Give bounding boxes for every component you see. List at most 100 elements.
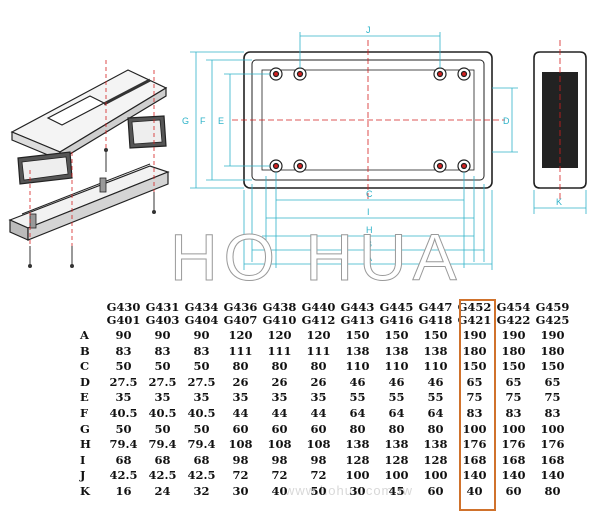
row-label: A: [80, 328, 89, 342]
table-cell: 140: [462, 468, 487, 483]
table-cell: 79.4: [109, 437, 138, 452]
enclosure-technical-drawing: J G F E D C I H B A K: [8, 25, 587, 270]
table-cell: 50: [193, 421, 210, 436]
table-cell: 190: [462, 328, 487, 342]
table-cell: 83: [505, 405, 522, 420]
model-code-top: G440: [301, 300, 336, 314]
table-cell: 46: [427, 374, 444, 389]
table-cell: 128: [345, 452, 370, 467]
table-cell: 50: [154, 421, 171, 436]
table-cell: 50: [154, 359, 171, 374]
table-cell: 30: [349, 483, 366, 498]
plan-view: J G F E D C I H B A: [182, 25, 518, 270]
table-cell: 75: [544, 390, 561, 405]
table-cell: 24: [154, 483, 171, 498]
table-cell: 83: [466, 405, 483, 420]
table-cell: 90: [154, 328, 171, 342]
model-code-bottom: G403: [145, 313, 180, 327]
table-cell: 35: [310, 390, 327, 405]
table-cell: 110: [384, 359, 409, 374]
table-cell: 138: [345, 437, 370, 452]
table-cell: 75: [505, 390, 522, 405]
table-cell: 40.5: [148, 405, 177, 420]
model-code-top: G447: [418, 300, 453, 314]
table-cell: 64: [388, 405, 405, 420]
table-cell: 100: [501, 421, 526, 436]
model-code-bottom: G401: [106, 313, 141, 327]
table-cell: 72: [232, 468, 249, 483]
table-cell: 128: [423, 452, 448, 467]
table-cell: 26: [310, 374, 327, 389]
table-cell: 180: [540, 343, 565, 358]
table-cell: 83: [193, 343, 210, 358]
table-cell: 100: [540, 421, 565, 436]
table-cell: 30: [232, 483, 249, 498]
model-code-bottom: G421: [457, 313, 492, 327]
table-cell: 45: [388, 483, 405, 498]
table-cell: 138: [345, 343, 370, 358]
table-cell: 72: [271, 468, 288, 483]
table-cell: 55: [388, 390, 405, 405]
table-cell: 100: [462, 421, 487, 436]
model-code-top: G436: [223, 300, 258, 314]
table-cell: 98: [310, 452, 327, 467]
table-cell: 44: [310, 405, 327, 420]
table-cell: 80: [388, 421, 405, 436]
table-cell: 80: [232, 359, 249, 374]
table-cell: 65: [544, 374, 561, 389]
table-cell: 44: [232, 405, 249, 420]
table-cell: 35: [115, 390, 132, 405]
table-cell: 150: [501, 359, 526, 374]
table-cell: 26: [271, 374, 288, 389]
dim-label-J: J: [366, 25, 371, 35]
table-cell: 138: [423, 343, 448, 358]
model-code-top: G431: [145, 300, 180, 314]
table-cell: 176: [462, 437, 487, 452]
table-cell: 100: [345, 468, 370, 483]
table-cell: 150: [462, 359, 487, 374]
table-cell: 108: [267, 437, 292, 452]
table-cell: 110: [345, 359, 370, 374]
dim-label-D: D: [503, 116, 510, 126]
corner-cell: [68, 300, 104, 328]
table-cell: 65: [466, 374, 483, 389]
model-code-bottom: G412: [301, 313, 336, 327]
table-cell: 60: [271, 421, 288, 436]
table-cell: 120: [267, 328, 292, 342]
table-cell: 55: [349, 390, 366, 405]
row-label: D: [80, 374, 90, 389]
table-cell: 90: [115, 328, 132, 342]
table-cell: 60: [232, 421, 249, 436]
table-cell: 190: [501, 328, 526, 342]
table-cell: 138: [423, 437, 448, 452]
table-cell: 68: [154, 452, 171, 467]
table-cell: 35: [232, 390, 249, 405]
table-cell: 40.5: [109, 405, 138, 420]
model-code-top: G452: [457, 300, 492, 314]
table-cell: 40.5: [187, 405, 216, 420]
dim-label-C: C: [366, 189, 373, 199]
table-cell: 60: [427, 483, 444, 498]
table-cell: 100: [423, 468, 448, 483]
table-cell: 111: [267, 343, 292, 358]
table-cell: 120: [306, 328, 331, 342]
dim-label-I: I: [367, 207, 370, 217]
table-cell: 150: [540, 359, 565, 374]
model-code-top: G459: [535, 300, 570, 314]
table-cell: 168: [501, 452, 526, 467]
model-code-top: G443: [340, 300, 375, 314]
table-cell: 60: [310, 421, 327, 436]
